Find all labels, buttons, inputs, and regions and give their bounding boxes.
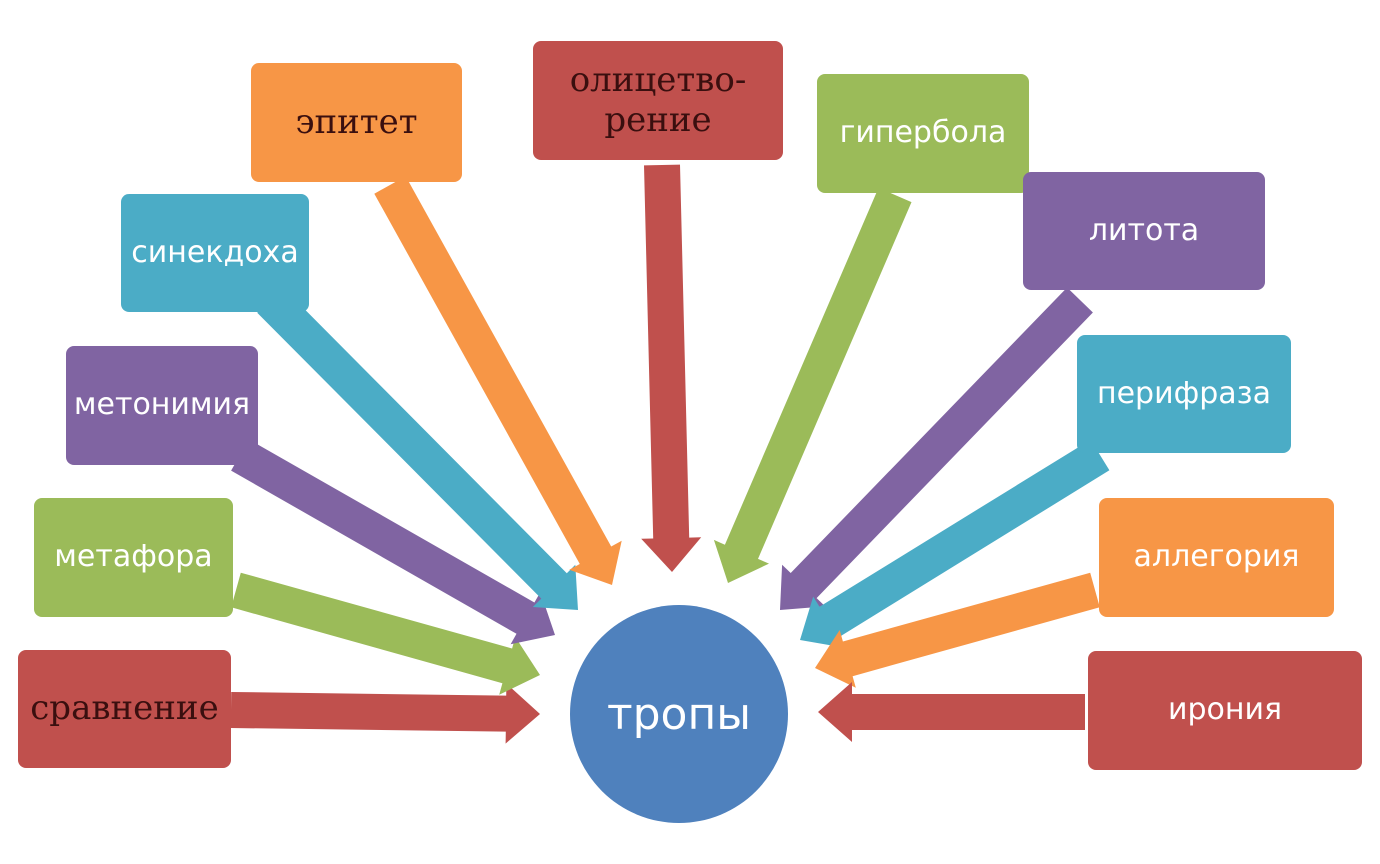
arrow-perifraza bbox=[800, 439, 1110, 648]
node-ironiya: ирония bbox=[1088, 651, 1362, 770]
node-olitsetvorenie: олицетво- рение bbox=[533, 41, 783, 160]
node-litota: литота bbox=[1023, 172, 1265, 290]
node-metonimiya: метонимия bbox=[66, 346, 258, 465]
center-label: тропы bbox=[607, 688, 751, 740]
arrow-giperbola bbox=[713, 187, 912, 583]
node-label: метафора bbox=[54, 539, 213, 575]
node-epitet: эпитет bbox=[251, 63, 462, 182]
arrow-sravnenie bbox=[230, 683, 541, 744]
arrow-ironiya bbox=[818, 682, 1085, 742]
node-label: ирония bbox=[1167, 692, 1283, 728]
arrow-litota bbox=[780, 287, 1093, 610]
node-allegoriya: аллегория bbox=[1099, 498, 1334, 617]
node-label: синекдоха bbox=[131, 234, 299, 270]
node-label: гипербола bbox=[839, 115, 1007, 151]
node-metafora: метафора bbox=[34, 498, 233, 617]
arrow-epitet bbox=[374, 176, 622, 586]
center-node: тропы bbox=[570, 605, 788, 823]
node-label: аллегория bbox=[1133, 539, 1300, 575]
arrow-olitsetvorenie bbox=[641, 164, 702, 572]
arrow-allegoriya bbox=[815, 572, 1100, 688]
node-label: перифраза bbox=[1096, 375, 1272, 411]
node-label: олицетво- рение bbox=[569, 60, 747, 140]
node-perifraza: перифраза bbox=[1077, 335, 1291, 453]
node-label: сравнение bbox=[30, 688, 219, 729]
node-label: эпитет bbox=[295, 101, 418, 142]
arrow-metafora bbox=[231, 572, 540, 695]
node-sinekdokha: синекдоха bbox=[121, 194, 309, 312]
arrow-metonimiya bbox=[231, 439, 555, 645]
node-label: литота bbox=[1088, 212, 1200, 248]
node-giperbola: гипербола bbox=[817, 74, 1029, 193]
node-label: метонимия bbox=[73, 387, 251, 423]
node-sravnenie: сравнение bbox=[18, 650, 231, 768]
arrow-sinekdokha bbox=[257, 287, 578, 610]
